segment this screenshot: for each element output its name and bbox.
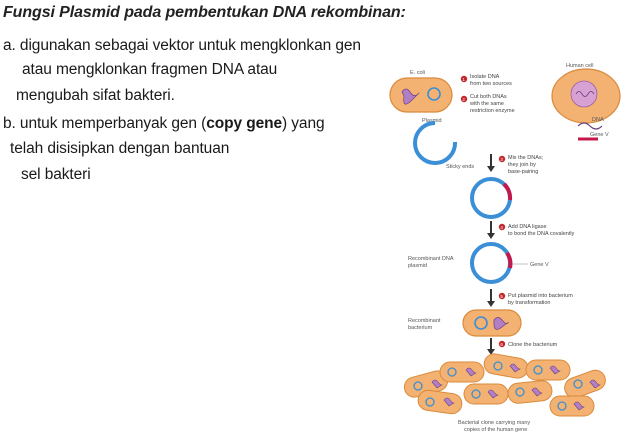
point-a-line-3: mengubah sifat bakteri. — [16, 87, 175, 104]
step-4-number: 4 — [500, 225, 503, 230]
clone-label-1: Bacterial clone carrying many — [458, 420, 530, 426]
recombinant-bacterium — [462, 309, 522, 337]
step-4-line-1: Add DNA ligase — [508, 224, 547, 230]
point-b-line-3: sel bakteri — [21, 166, 91, 183]
step-3-line-2: they join by — [508, 162, 536, 168]
step-1-line-1: Isolate DNA — [470, 74, 500, 80]
point-b-line-2: telah disisipkan dengan bantuan — [10, 140, 230, 157]
bacterial-clone-colony — [403, 353, 606, 417]
arrow-3 — [487, 289, 495, 307]
step-5-number: 5 — [500, 294, 503, 299]
colony-chromosomes — [431, 363, 601, 411]
recombinant-bacterium-label-2: bacterium — [408, 325, 433, 331]
human-cell — [551, 68, 621, 124]
step-6-line-1: Clone the bacterium — [508, 342, 558, 348]
step-5-line-2: by transformation — [508, 300, 551, 306]
step-1-line-2: from two sources — [470, 81, 512, 87]
step-3: 3 Mix the DNAs; they join by base-pairin… — [498, 155, 544, 175]
colony-plasmids — [413, 361, 583, 411]
recombinant-plasmid — [470, 242, 513, 284]
step-5-line-1: Put plasmid into bacterium — [508, 293, 573, 299]
point-b-text-post: ) yang — [282, 115, 325, 132]
step-5: 5 Put plasmid into bacterium by transfor… — [498, 292, 573, 306]
human-cell-label: Human cell — [566, 63, 594, 69]
step-4-line-2: to bond the DNA covalently — [508, 231, 575, 237]
recombinant-dna-diagram: E. coli Plasmid Human cell DNA Gene V St… — [389, 63, 621, 433]
clone-label-2: copies of the human gene — [464, 427, 527, 433]
step-1-number: 1 — [462, 77, 465, 82]
step-2-line-3: restriction enzyme — [470, 108, 515, 114]
sticky-ends-label: Sticky ends — [446, 164, 474, 170]
copy-gene-term: copy gene — [206, 115, 282, 132]
step-2: 2 Cut both DNAs with the same restrictio… — [460, 94, 515, 114]
human-dna-strand — [577, 122, 603, 130]
point-b-text-pre: b. untuk memperbanyak gen ( — [3, 115, 207, 132]
recombinant-bacterium-label-1: Recombinant — [408, 318, 441, 324]
slide-title: Fungsi Plasmid pada pembentukan DNA reko… — [3, 4, 406, 21]
point-b-line-1: b. untuk memperbanyak gen (copy gene) ya… — [3, 115, 325, 133]
step-2-line-2: with the same — [469, 101, 504, 107]
point-a-line-1: a. digunakan sebagai vektor untuk mengkl… — [3, 37, 361, 54]
recombinant-plasmid-label-1: Recombinant DNA — [408, 256, 454, 262]
step-2-number: 2 — [462, 97, 465, 102]
step-1: 1 Isolate DNA from two sources — [460, 74, 512, 87]
ecoli-label: E. coli — [410, 70, 425, 76]
plasmid-with-insert — [470, 177, 513, 219]
step-4: 4 Add DNA ligase to bond the DNA covalen… — [498, 223, 575, 237]
plasmid-label: Plasmid — [422, 118, 442, 124]
gene-v-label-2: Gene V — [530, 262, 549, 268]
dna-label: DNA — [592, 117, 604, 123]
step-3-number: 3 — [500, 157, 503, 162]
step-6: 6 Clone the bacterium — [498, 340, 558, 348]
arrow-1 — [487, 154, 495, 172]
recombinant-plasmid-label-2: plasmid — [408, 263, 427, 269]
arrow-4 — [487, 338, 495, 355]
step-3-line-3: base-pairing — [508, 169, 538, 175]
step-2-line-1: Cut both DNAs — [470, 94, 507, 100]
step-3-line-1: Mix the DNAs; — [508, 155, 544, 161]
arrow-2 — [487, 221, 495, 239]
ecoli-cell — [389, 77, 453, 113]
step-6-number: 6 — [500, 342, 503, 347]
point-a-line-2: atau mengklonkan fragmen DNA atau — [22, 61, 278, 78]
gene-v-label: Gene V — [590, 132, 609, 138]
cut-plasmid — [413, 121, 458, 165]
